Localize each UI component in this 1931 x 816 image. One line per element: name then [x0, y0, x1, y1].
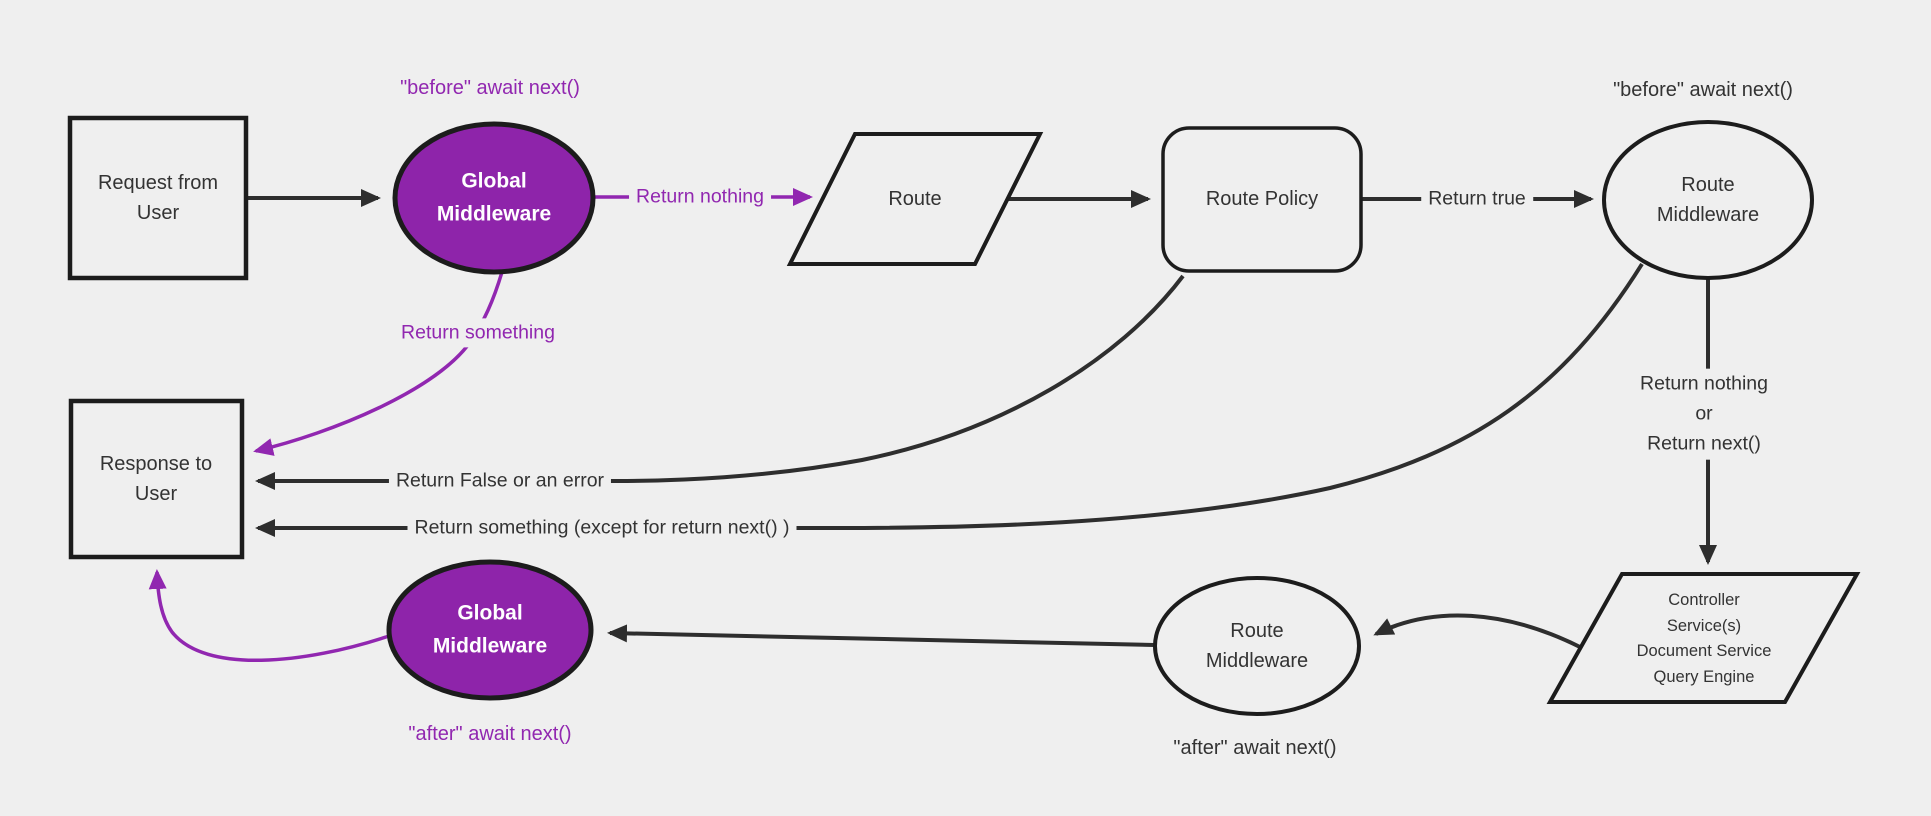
route-label: Route [888, 188, 942, 210]
node-route-policy [1161, 126, 1363, 273]
route-middleware-top-label: Route Middleware [1656, 174, 1760, 226]
annotation-after-global: "after" await next() [408, 723, 572, 745]
edge-route-middleware-bottom-to-global-middleware-bottom [607, 624, 1155, 647]
edge-controller-to-route-middleware-bottom [1373, 613, 1583, 650]
edge-global-middleware-bottom-to-response [148, 569, 390, 662]
node-global-middleware-bottom [386, 559, 594, 701]
node-route [786, 132, 1044, 266]
edge-label-return-something-except: Return something (except for return next… [407, 513, 797, 543]
request-from-user-label: Request from User [97, 172, 219, 224]
annotation-before-global: "before" await next() [400, 77, 580, 99]
node-response-to-user [68, 398, 245, 560]
response-to-user-label: Response to User [99, 453, 213, 505]
controller-services-label: Controller Service(s) Document Service Q… [1636, 590, 1772, 686]
edge-label-return-nothing-or-next: Return nothing or Return next() [1633, 368, 1775, 460]
node-global-middleware-top [392, 121, 596, 275]
edge-label-return-true: Return true [1421, 184, 1533, 214]
edge-route-policy-to-response [255, 274, 1185, 490]
edge-label-return-something: Return something [394, 318, 562, 348]
global-middleware-bottom-label: Global Middleware [432, 601, 548, 657]
node-controller-services [1546, 572, 1861, 704]
route-policy-label: Route Policy [1205, 188, 1319, 210]
global-middleware-top-label: Global Middleware [436, 169, 552, 225]
annotation-after-route-middleware: "after" await next() [1173, 737, 1337, 759]
annotation-before-route-middleware: "before" await next() [1613, 79, 1793, 101]
edge-global-middleware-to-response [253, 271, 504, 456]
node-request-from-user [67, 115, 249, 281]
edge-label-return-false-or-error: Return False or an error [388, 466, 612, 496]
edge-route-middleware-to-response [255, 262, 1644, 537]
edge-label-return-nothing: Return nothing [629, 182, 771, 212]
route-middleware-bottom-label: Route Middleware [1205, 620, 1309, 672]
node-route-middleware-top [1602, 120, 1814, 280]
node-route-middleware-bottom [1153, 576, 1361, 716]
